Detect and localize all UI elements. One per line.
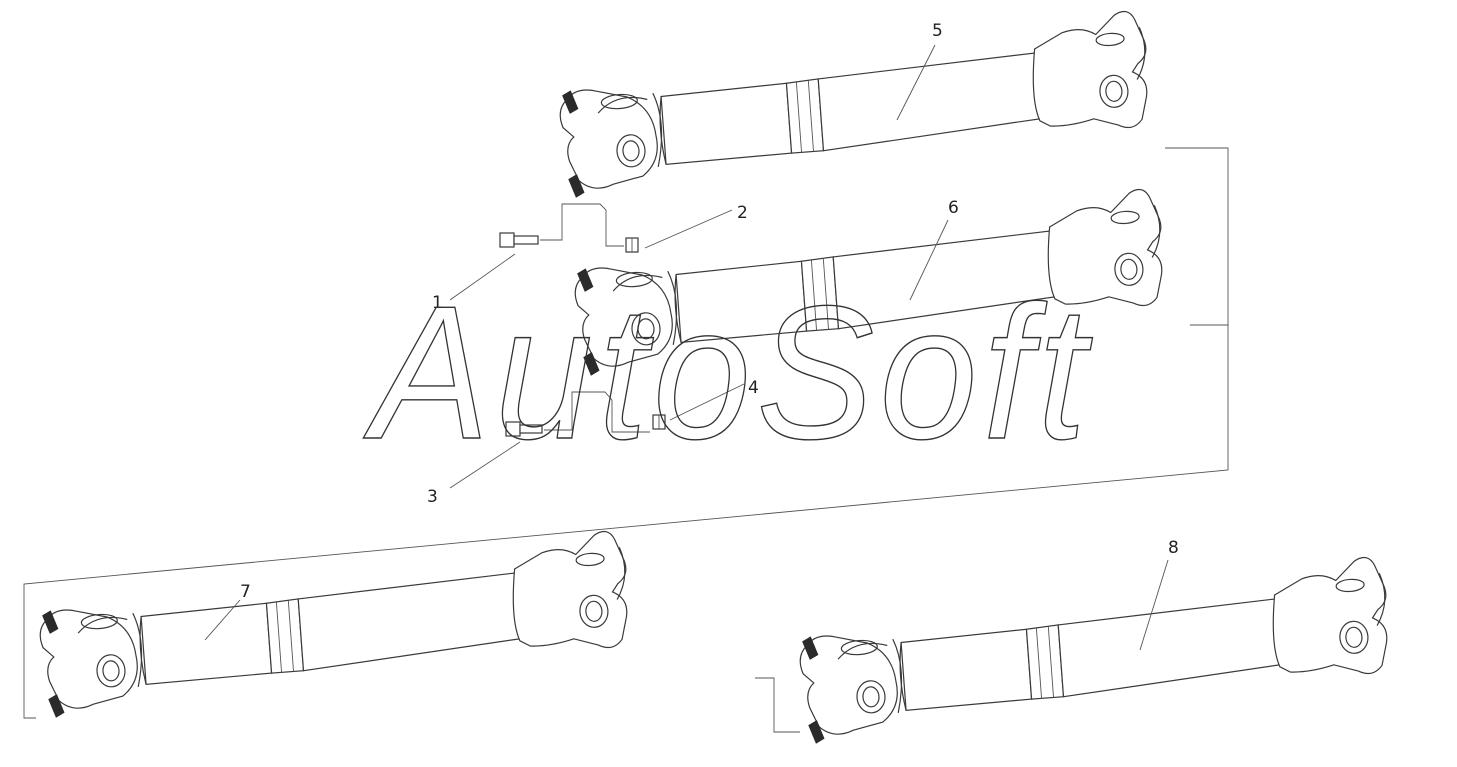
propeller-shaft-7 [35, 529, 635, 719]
callout-3: 3 [427, 487, 438, 507]
propeller-shaft-icon [795, 555, 1395, 745]
bolt-icon [505, 421, 543, 437]
watermark-logo: AutoSoft [363, 267, 1093, 479]
callout-1: 1 [432, 293, 443, 313]
propeller-shaft-icon [35, 529, 635, 719]
callout-4: 4 [748, 378, 759, 398]
propeller-shaft-5 [555, 9, 1155, 199]
propeller-shaft-icon [555, 9, 1155, 199]
leader-lines [204, 44, 1169, 651]
nut-icon [652, 414, 666, 430]
propeller-shaft-8 [795, 555, 1395, 745]
callout-5: 5 [932, 21, 943, 41]
callout-8: 8 [1168, 538, 1179, 558]
bolt-icon [499, 232, 539, 248]
callout-2: 2 [737, 203, 748, 223]
fastener-set-top [499, 203, 639, 253]
callout-labels: 1 2 3 4 5 6 7 8 [240, 21, 1179, 602]
fastener-set-bottom [505, 391, 666, 437]
callout-6: 6 [948, 198, 959, 218]
callout-7: 7 [240, 582, 251, 602]
nut-icon [625, 237, 639, 253]
connector-lines [23, 147, 1229, 733]
